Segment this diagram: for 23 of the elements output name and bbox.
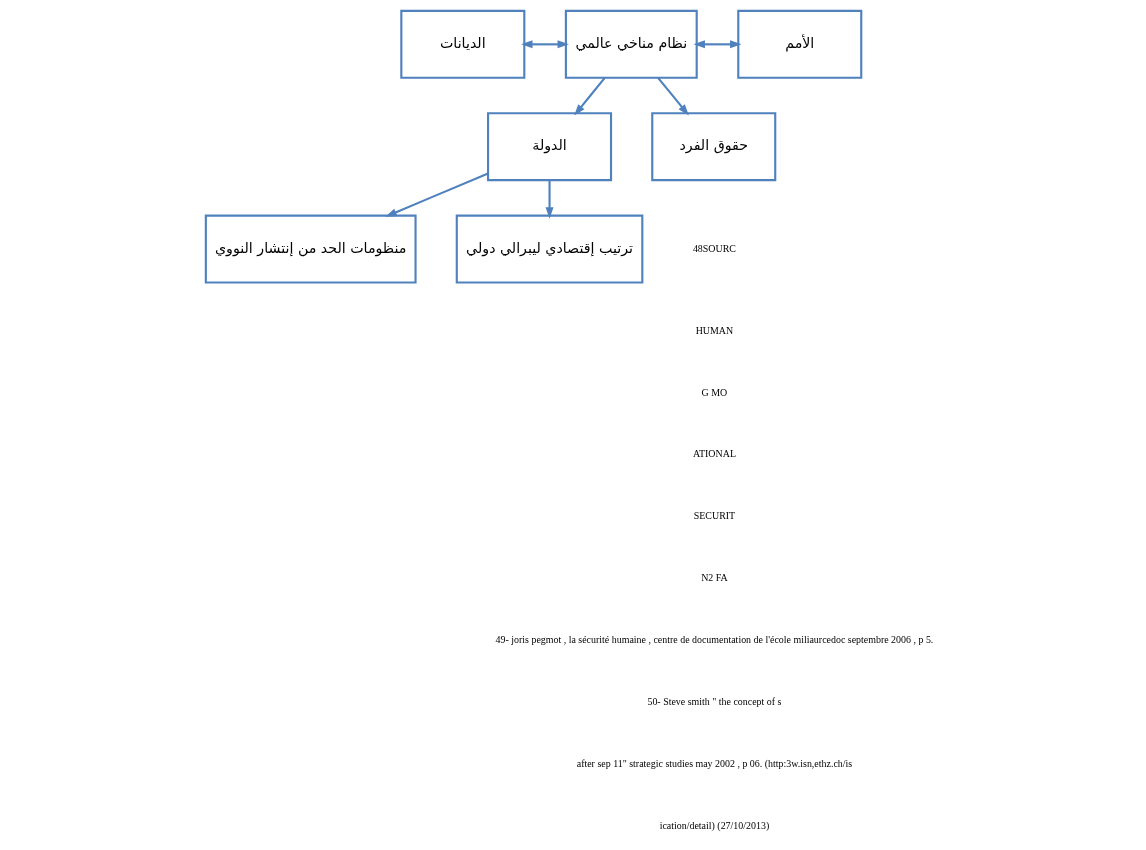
label: G MO: [701, 386, 728, 398]
node-box: حقوق الفرد: [651, 112, 777, 182]
node-box: الدولة: [487, 112, 613, 182]
node-box: منظومات الحد من إنتشار النووي: [204, 214, 417, 284]
arrow: [521, 40, 569, 49]
arrow: [385, 172, 489, 217]
label: ication/detail) (27/10/2013): [659, 819, 770, 831]
arrow: [693, 40, 742, 49]
label: N2 FA: [701, 572, 728, 584]
label: after sep 11" strategic studies may 2002 , p 06. (http:3w.isn,ethz.ch/is: [576, 757, 853, 769]
label: 48SOURC: [692, 242, 736, 254]
node-box: الأمم: [737, 9, 863, 79]
label: 50- Steve smith " the concept of s: [647, 695, 782, 707]
node-box: نظام مناخي عالمي: [564, 9, 698, 79]
label: SECURIT: [693, 510, 736, 522]
label: 49- joris pegmot , la sécurité humaine , centre de documentation de l'école miliaurcedoc septembre 2006 , p 5.: [495, 634, 934, 646]
arrow: [574, 77, 606, 116]
label: ATIONAL: [692, 448, 736, 460]
node-box: الديانات: [400, 9, 526, 79]
node-box: ترتيب إقتصادي ليبرالي دولي: [455, 214, 644, 284]
arrow: [657, 77, 689, 116]
arrow: [545, 180, 554, 219]
label: HUMAN: [695, 324, 734, 336]
